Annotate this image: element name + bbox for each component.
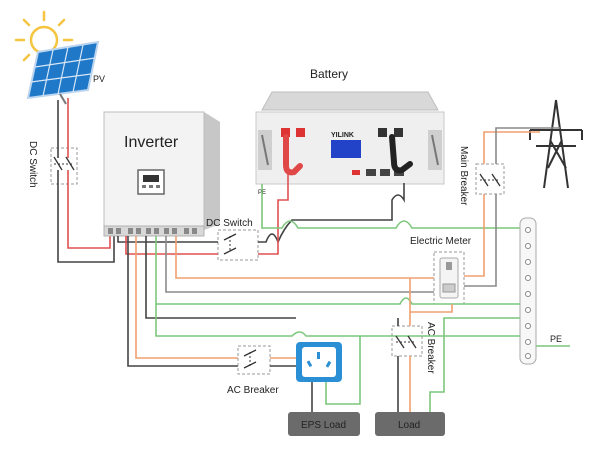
- meter-to-main-neutral: [464, 194, 497, 287]
- dc-switch-mid: [217, 229, 259, 261]
- inverter-eps-live: [135, 236, 238, 359]
- battery-negative-wire: [117, 183, 405, 245]
- socket-earth: [325, 336, 361, 405]
- eps-load-label: EPS Load: [301, 420, 346, 431]
- grid-neutral-wire: [495, 127, 560, 164]
- electric-meter: [433, 251, 465, 305]
- inverter-neutral-load: [145, 236, 296, 319]
- ac-breaker-right-label: AC Breaker: [425, 322, 436, 374]
- load-label: Load: [398, 420, 420, 431]
- inverter-grid-live: [175, 236, 434, 279]
- meter-load-live: [410, 304, 453, 313]
- battery-earth-wire: [261, 184, 526, 229]
- pv-label: PV: [93, 74, 105, 84]
- power-socket-icon: [296, 342, 342, 382]
- pe-bus-label: PE: [550, 334, 562, 344]
- inverter-eps-earth: [155, 304, 520, 337]
- main-breaker: [475, 163, 505, 195]
- pv-negative-wire: [57, 100, 115, 263]
- inverter-grid-neutral: [165, 236, 434, 293]
- meter-to-main-live: [464, 194, 485, 277]
- inverter-earth-main: [155, 236, 520, 305]
- pe-bus-bar: [519, 217, 537, 365]
- dc-switch-mid-label: DC Switch: [206, 218, 253, 229]
- ac-breaker-right: [391, 325, 423, 357]
- eps-load-box: EPS Load: [288, 412, 360, 436]
- pv-positive-wire: [67, 98, 111, 249]
- inverter-eps-neutral: [127, 236, 238, 367]
- battery-brand: YILINK: [331, 132, 354, 139]
- dc-switch-left: [50, 147, 78, 185]
- electric-meter-label: Electric Meter: [410, 236, 472, 247]
- load-earth: [429, 317, 520, 412]
- battery-positive-wire: [125, 172, 289, 255]
- inverter-unit: Inverter: [103, 111, 220, 237]
- inverter-label: Inverter: [124, 134, 179, 151]
- ac-breaker-bottom-label: AC Breaker: [227, 385, 279, 396]
- transmission-tower-icon: [529, 99, 583, 189]
- dc-switch-left-label: DC Switch: [27, 141, 38, 188]
- solar-panel-icon: [26, 40, 100, 105]
- battery-label: Battery: [310, 67, 348, 81]
- grid-live-wire: [483, 131, 540, 164]
- load-box: Load: [375, 412, 445, 436]
- ac-breaker-bottom: [237, 345, 271, 375]
- main-breaker-label: Main Breaker: [458, 146, 469, 206]
